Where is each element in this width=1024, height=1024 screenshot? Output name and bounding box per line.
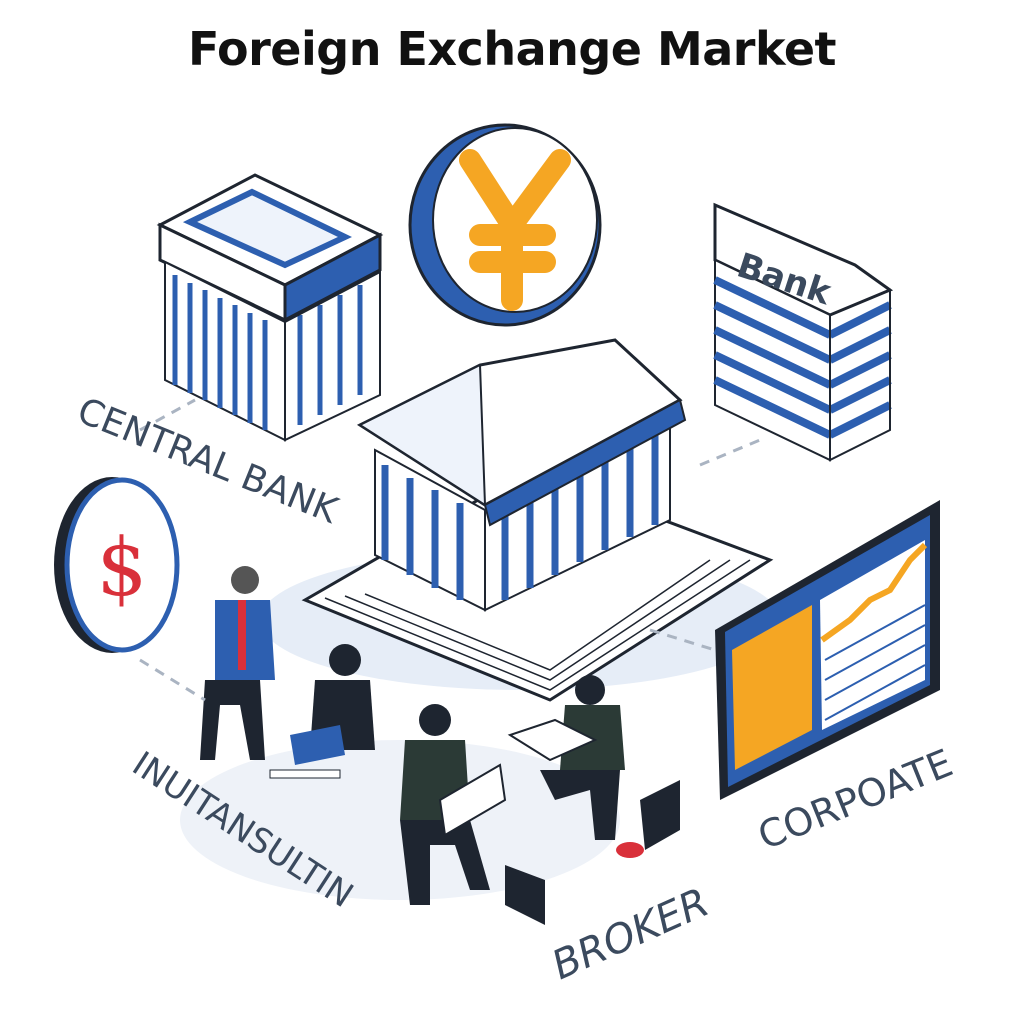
trading-screen bbox=[715, 500, 940, 800]
brokers bbox=[400, 675, 680, 925]
svg-text:$: $ bbox=[97, 521, 148, 614]
yen-coin-icon bbox=[408, 123, 602, 327]
dollar-coin-icon: $ bbox=[54, 477, 180, 653]
exchange-building bbox=[301, 338, 774, 702]
bank-building bbox=[713, 202, 894, 462]
individual-traders bbox=[200, 566, 375, 779]
broker-label: BROKER bbox=[545, 880, 715, 990]
central-bank-building bbox=[156, 173, 384, 442]
page-title: Foreign Exchange Market bbox=[187, 22, 837, 76]
